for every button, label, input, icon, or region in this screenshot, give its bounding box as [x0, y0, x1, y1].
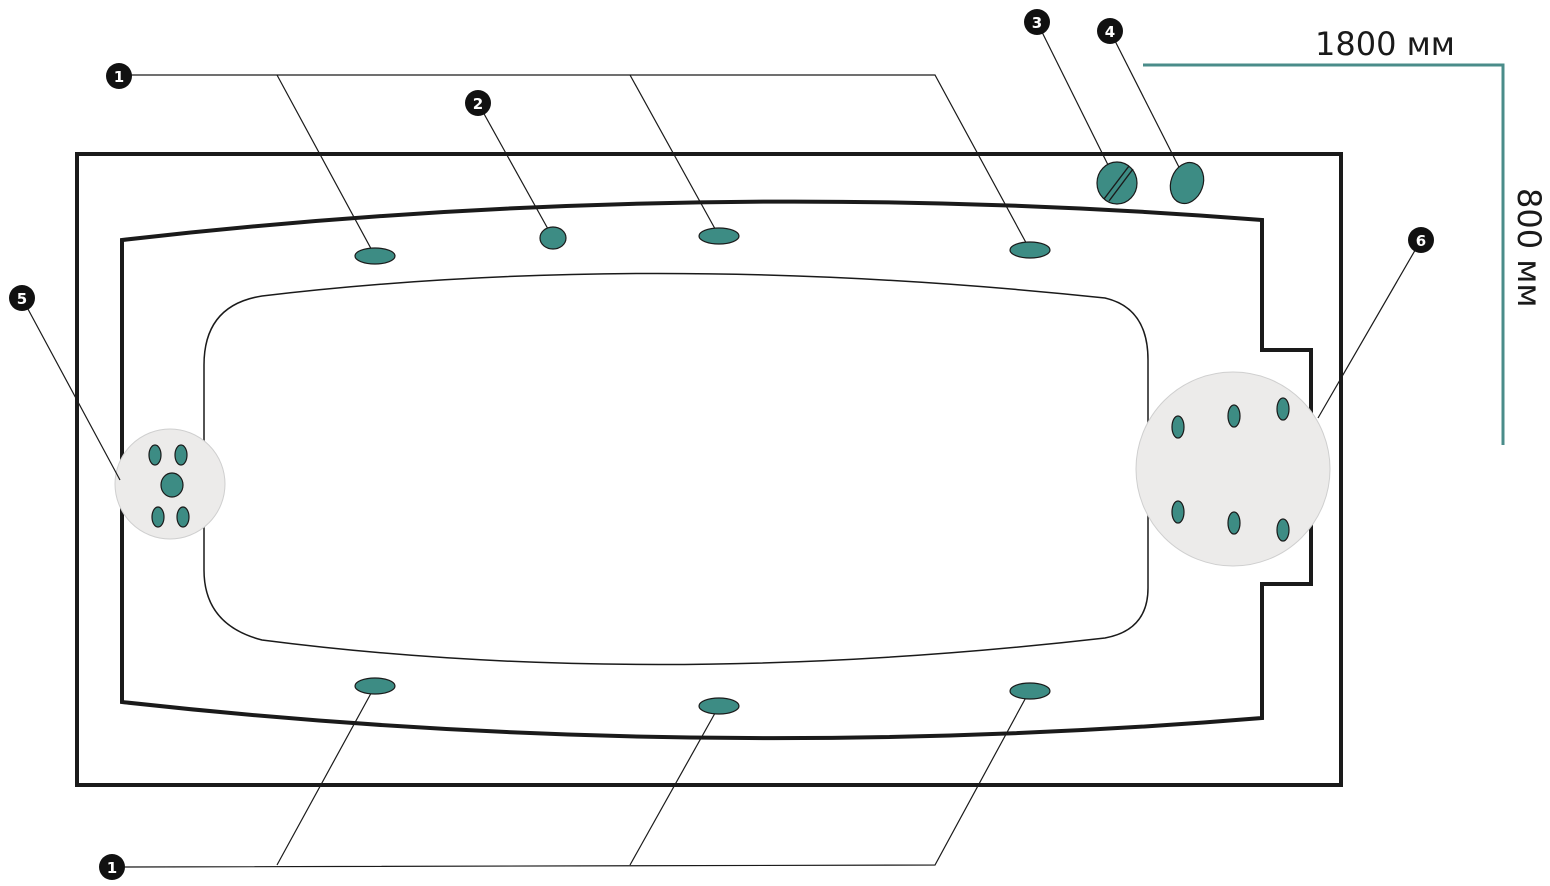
hydromassage-jet-icon — [160, 472, 184, 498]
control-knob-icon — [1096, 161, 1138, 205]
hydromassage-jet-icon — [1227, 511, 1241, 535]
air-nozzle-icon — [539, 226, 567, 250]
hydromassage-jet-icon — [1276, 397, 1290, 421]
callout-badge-4: 4 — [1097, 18, 1123, 44]
callout-number: 4 — [1105, 23, 1115, 41]
callout-badge-6: 6 — [1408, 227, 1434, 253]
hydromassage-jet-icon — [151, 506, 165, 528]
callout-badge-1-bottom: 1 — [99, 854, 125, 880]
back-jets — [1171, 397, 1290, 542]
callout-number: 2 — [473, 95, 483, 113]
pneumo-button-icon — [1169, 161, 1205, 205]
callout-number: 1 — [114, 68, 124, 86]
width-dimension-label: 800 мм — [1510, 188, 1548, 308]
callout-number: 6 — [1416, 232, 1426, 250]
foot-jets — [148, 444, 190, 528]
leader-lines — [21, 21, 1422, 868]
hydromassage-jet-icon — [1276, 518, 1290, 542]
back-massage-zone — [1135, 371, 1331, 567]
hydromassage-jet-icon — [176, 506, 190, 528]
callout-badge-2: 2 — [465, 90, 491, 116]
hydromassage-jet-icon — [1171, 415, 1185, 439]
tub-rim-outline — [120, 199, 1313, 741]
callout-number: 3 — [1032, 14, 1042, 32]
hydromassage-jet-icon — [354, 677, 396, 695]
hydromassage-jet-icon — [698, 227, 740, 245]
hydromassage-jet-icon — [148, 444, 162, 466]
callout-badge-5: 5 — [9, 285, 35, 311]
callout-number: 5 — [17, 290, 27, 308]
dimension-line — [1143, 63, 1505, 445]
callout-badge-3: 3 — [1024, 9, 1050, 35]
side-jets — [354, 227, 1051, 715]
callout-number: 1 — [107, 859, 117, 877]
hydromassage-jet-icon — [1009, 241, 1051, 259]
tub-basin — [203, 272, 1149, 666]
hydromassage-jet-icon — [354, 247, 396, 265]
hydromassage-jet-icon — [1227, 404, 1241, 428]
callout-badge-1-top: 1 — [106, 63, 132, 89]
hydromassage-jet-icon — [174, 444, 188, 466]
hydromassage-jet-icon — [1009, 682, 1051, 700]
length-dimension-label: 1800 мм — [1315, 25, 1455, 63]
hydromassage-jet-icon — [698, 697, 740, 715]
tub-outer-frame — [75, 152, 1343, 787]
hydromassage-jet-icon — [1171, 500, 1185, 524]
